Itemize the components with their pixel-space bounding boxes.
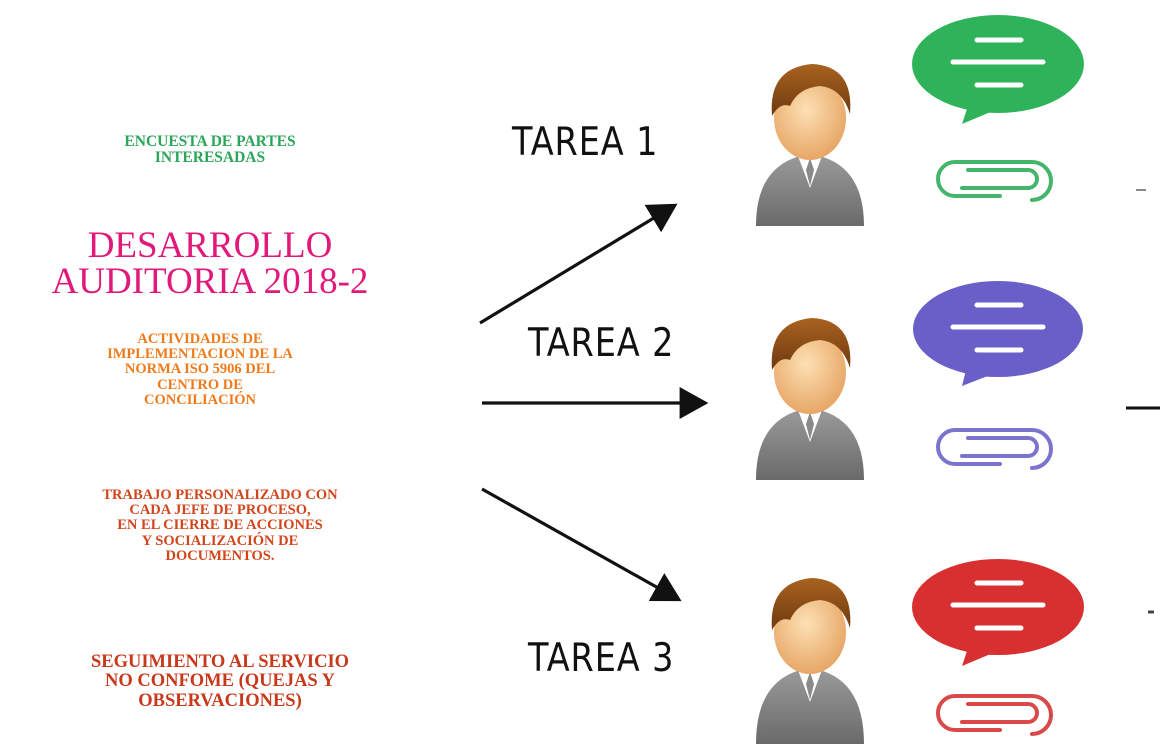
paperclip-3-icon xyxy=(936,694,1053,736)
task-1-label: TAREA 1 xyxy=(512,120,659,165)
speech-bubble-1-icon xyxy=(912,15,1084,124)
person-1-icon xyxy=(756,64,864,226)
speech-bubble-2-icon xyxy=(913,281,1083,386)
desarrollo-title: DESARROLLO AUDITORIA 2018-2 xyxy=(51,225,369,303)
arrow-to-task-3 xyxy=(481,487,682,602)
task-2-label: TAREA 2 xyxy=(528,321,675,366)
paperclip-2-icon xyxy=(936,428,1053,470)
paperclip-1-icon xyxy=(936,160,1053,202)
speech-bubble-3-icon xyxy=(912,559,1084,666)
trabajo-text: TRABAJO PERSONALIZADO CON CADA JEFE DE P… xyxy=(102,487,338,564)
actividades-text: ACTIVIDADES DE IMPLEMENTACION DE LA NORM… xyxy=(107,331,293,408)
seguimiento-text: SEGUIMIENTO AL SERVICIO NO CONFOME (QUEJ… xyxy=(90,652,350,711)
arrow-to-task-1 xyxy=(479,203,678,325)
encuesta-text: ENCUESTA DE PARTES INTERESADAS xyxy=(124,133,296,167)
person-3-icon xyxy=(756,578,864,744)
task-3-label: TAREA 3 xyxy=(528,636,675,681)
person-2-icon xyxy=(756,318,864,480)
